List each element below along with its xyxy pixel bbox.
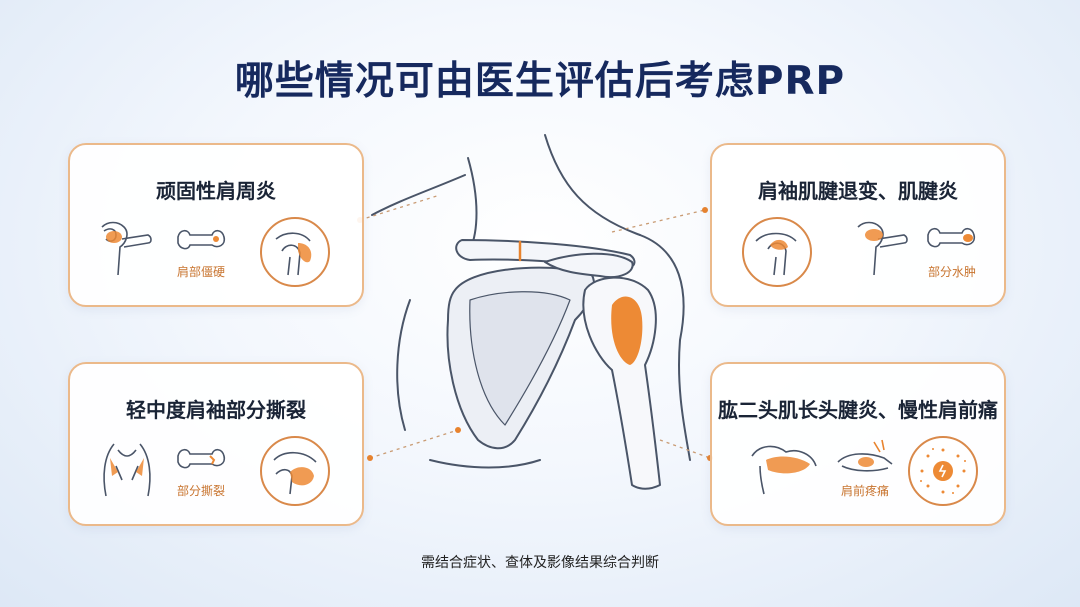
arm-outline xyxy=(639,234,691,461)
connector-dot xyxy=(367,455,373,461)
shoulder-joint-icon xyxy=(857,221,908,276)
icon-label-tear: 部分撕裂 xyxy=(176,484,225,498)
acromion xyxy=(544,252,634,278)
card-title: 轻中度肩袖部分撕裂 xyxy=(126,398,306,422)
humerus-head-highlight xyxy=(611,296,643,365)
card-title: 顽固性肩周炎 xyxy=(156,179,276,203)
shoulder-joint-icon xyxy=(101,221,152,276)
pain-target-icon xyxy=(908,436,978,506)
body-outline xyxy=(371,174,466,216)
connector-bottom-right xyxy=(659,439,711,459)
scapula-inner xyxy=(469,291,571,426)
arm-pain-icon xyxy=(837,439,893,472)
page-title: 哪些情况可由医生评估后考虑PRP xyxy=(234,59,846,104)
chest-line xyxy=(429,459,541,469)
condition-card-rotator-cuff-tendinitis: 肩袖肌腱退变、肌腱炎 部分水肿 xyxy=(710,143,1006,307)
card-title: 肱二头肌长头腱炎、慢性肩前痛 xyxy=(718,398,998,422)
muscle-circle-icon xyxy=(260,436,330,506)
biceps-icon xyxy=(751,445,817,495)
shoulder-circle-icon xyxy=(742,217,812,287)
connector-dot xyxy=(702,207,708,213)
footer-note: 需结合症状、查体及影像结果综合判断 xyxy=(421,555,659,571)
neck-outline-right xyxy=(544,134,641,236)
icon-label-pain: 肩前疼痛 xyxy=(840,484,889,498)
card-title: 肩袖肌腱退变、肌腱炎 xyxy=(758,179,958,203)
shoulder-circle-icon xyxy=(260,217,330,287)
torso-outline xyxy=(396,299,411,431)
condition-card-frozen-shoulder: 顽固性肩周炎 肩部僵硬 xyxy=(68,143,364,307)
connector-top-left xyxy=(359,194,441,221)
torso-icon xyxy=(103,443,151,497)
torn-bone-icon xyxy=(177,448,226,469)
condition-card-biceps-tendinitis: 肱二头肌长头腱炎、慢性肩前痛 肩前疼痛 xyxy=(710,362,1006,526)
condition-card-partial-rotator-tear: 轻中度肩袖部分撕裂 部分撕裂 xyxy=(68,362,364,526)
swollen-bone-icon xyxy=(927,227,976,248)
neck-outline xyxy=(467,157,478,251)
connector-top-right xyxy=(611,209,706,233)
icon-label-stiffness: 肩部僵硬 xyxy=(176,265,225,279)
icon-label-swelling: 部分水肿 xyxy=(927,265,976,279)
connector-dot xyxy=(455,427,461,433)
connector-bottom-left xyxy=(369,429,459,459)
stiff-bone-icon xyxy=(177,229,226,250)
